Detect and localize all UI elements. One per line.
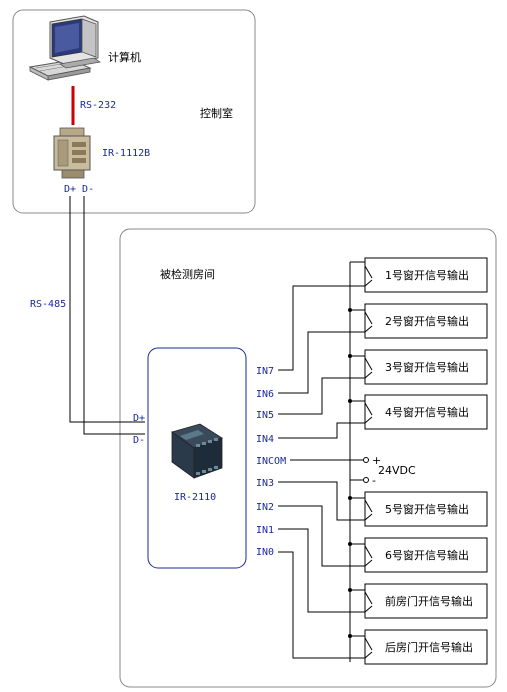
relay-output-3-label: 3号窗开信号输出 xyxy=(385,360,469,374)
control-room-frame xyxy=(12,9,256,214)
computer-icon xyxy=(28,15,102,81)
monitored-room-frame xyxy=(119,228,497,688)
relay-output-4: 4号窗开信号输出 xyxy=(364,394,488,430)
relay-output-5-label: 5号窗开信号输出 xyxy=(385,502,469,516)
rs485-label: RS-485 xyxy=(30,299,66,310)
rs232-label: RS-232 xyxy=(80,100,116,111)
input-label-in3: IN3 xyxy=(256,478,274,489)
relay-output-rear-door-label: 后房门开信号输出 xyxy=(385,640,473,654)
relay-output-front-door: 前房门开信号输出 xyxy=(364,583,488,619)
input-label-in2: IN2 xyxy=(256,502,274,513)
module-frame xyxy=(147,347,247,569)
supply-plus-terminal xyxy=(363,457,369,463)
relay-output-2-label: 2号窗开信号输出 xyxy=(385,314,469,328)
control-room-title: 控制室 xyxy=(200,106,233,120)
input-wires xyxy=(278,279,373,659)
relay-output-front-door-label: 前房门开信号输出 xyxy=(385,594,473,608)
relay-output-1: 1号窗开信号输出 xyxy=(350,257,488,293)
module-dplus-label: D+ xyxy=(133,413,145,424)
input-label-in6: IN6 xyxy=(256,389,274,400)
module-label: IR-2110 xyxy=(174,492,216,503)
converter-label: IR-1112B xyxy=(102,148,150,159)
relay-output-4-label: 4号窗开信号输出 xyxy=(385,405,469,419)
relay-output-6: 6号窗开信号输出 xyxy=(364,537,488,573)
converter-device-icon xyxy=(53,127,91,179)
bus-stubs xyxy=(350,309,365,637)
supply-plus-label: + xyxy=(372,454,381,467)
input-label-in7: IN7 xyxy=(256,366,274,377)
rs485-dminus-wire xyxy=(83,196,145,435)
input-label-in5: IN5 xyxy=(256,410,274,421)
module-device-icon xyxy=(171,423,223,479)
computer-label: 计算机 xyxy=(108,50,141,64)
relay-output-6-label: 6号窗开信号输出 xyxy=(385,548,469,562)
relay-output-3: 3号窗开信号输出 xyxy=(364,349,488,385)
input-label-in4: IN4 xyxy=(256,434,274,445)
supply-minus-label: - xyxy=(372,474,376,487)
supply-voltage-label: 24VDC xyxy=(378,464,416,477)
relay-output-5: 5号窗开信号输出 xyxy=(364,491,488,527)
input-label-incom: INCOM xyxy=(256,456,286,467)
relay-output-1-label: 1号窗开信号输出 xyxy=(385,268,469,282)
rs485-dplus-wire xyxy=(69,196,145,423)
relay-output-rear-door: 后房门开信号输出 xyxy=(364,629,488,665)
input-label-in1: IN1 xyxy=(256,525,274,536)
module-dminus-label: D- xyxy=(133,435,145,446)
relay-output-2: 2号窗开信号输出 xyxy=(364,303,488,339)
input-label-in0: IN0 xyxy=(256,547,274,558)
supply-minus-terminal xyxy=(363,477,369,483)
monitored-room-title: 被检测房间 xyxy=(160,267,215,281)
converter-terminals-label: D+ D- xyxy=(64,184,94,195)
